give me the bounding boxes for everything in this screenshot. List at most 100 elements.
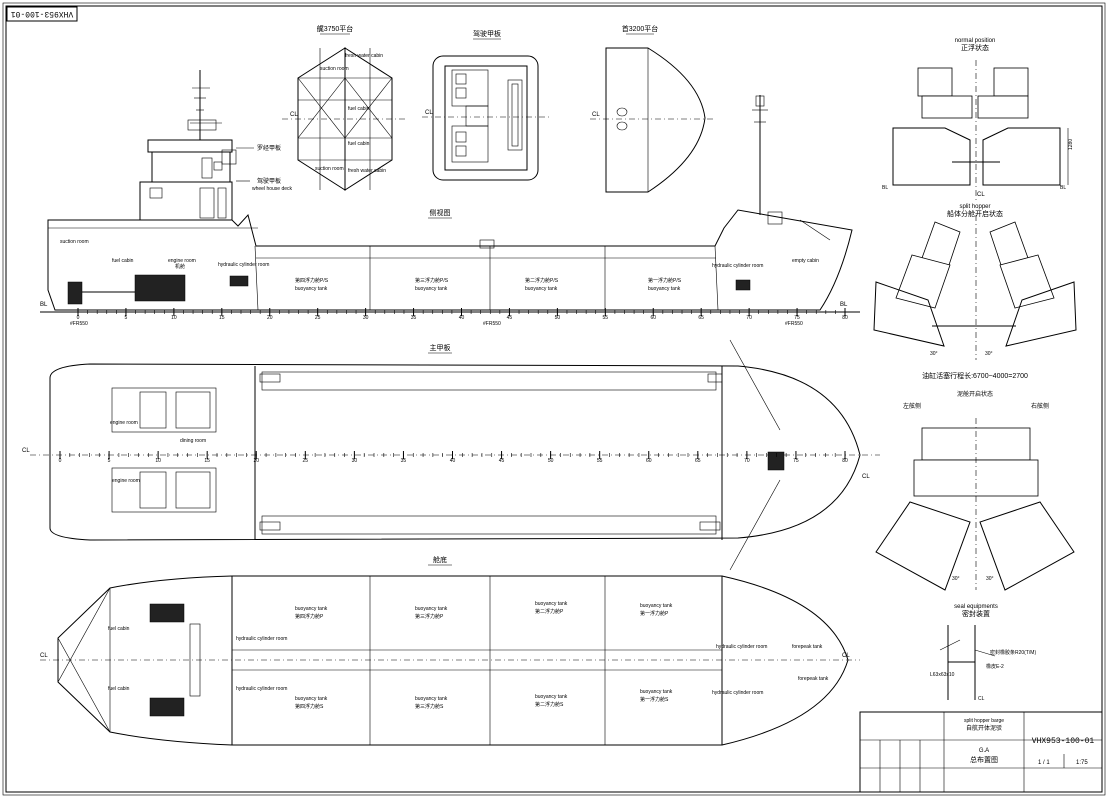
frame-tick-label: 50 (555, 315, 561, 321)
opening-note: 油缸活塞行程长:6700~4000=2700 (922, 371, 1028, 380)
frame-tick-label: 25 (303, 458, 309, 464)
split-hopper-cn: 船体分舱开启状态 (947, 209, 1003, 218)
split-open-view: 左舷侧 泥舱开启状态 右舷侧 30° 30° (875, 390, 1075, 591)
deck3750-view: 艉3750平台 CL suction room fresh water cabi… (282, 24, 408, 191)
hold-bt-4s-en: buoyancy tank (295, 696, 328, 702)
main-deck-title: 主甲板 (430, 343, 451, 352)
split-hopper-en: split hopper (959, 204, 990, 210)
hydraulic-room-fwd-label: hydraulic cylinder room (712, 263, 763, 269)
wheelhouse-plan-view: 驾驶甲板 CL (422, 29, 550, 181)
title-block: split hopper barge 自航开体泥驳 G.A 总布置图 VHX95… (859, 711, 1103, 793)
bow3200-view: 首3200平台 CL (590, 24, 716, 193)
profile-tank4-en: buoyancy tank (295, 286, 328, 292)
sheet-number: 1 / 1 (1038, 760, 1050, 766)
seal-angle-label: L63x63x10 (930, 672, 955, 678)
port-side-label: 左舷侧 (903, 402, 921, 410)
hold-bt-4p: 第四浮力舱P (295, 613, 324, 620)
frame-tick-label: 30 (363, 315, 369, 321)
frame-tick-label: 5 (125, 315, 128, 321)
profile-tank2-en: buoyancy tank (525, 286, 558, 292)
hold-cl-fwd: CL (842, 653, 850, 659)
normal-bl-aft: BL (882, 185, 888, 191)
frame-tick-label: 0 (59, 458, 62, 464)
main-deck-cl-fwd: CL (862, 474, 870, 480)
split-open-angle-s: 30° (986, 576, 994, 582)
profile-bl-aft: BL (40, 302, 48, 308)
normal-position-en: normal position (955, 38, 996, 44)
frame-tick-label: 30 (352, 458, 358, 464)
normal-cl: CL (977, 192, 985, 198)
profile-title: 侧视图 (430, 208, 451, 217)
frame-tick-label: 70 (744, 458, 750, 464)
frame-tick-label: 80 (842, 315, 848, 321)
frame-tick-label: 45 (499, 458, 505, 464)
profile-tank3-en: buoyancy tank (415, 286, 448, 292)
frame-tick-label: 50 (548, 458, 554, 464)
hold-bt-1s-en: buoyancy tank (640, 689, 673, 695)
profile-tank1-en: buoyancy tank (648, 286, 681, 292)
frame-tick-label: 15 (219, 315, 225, 321)
normal-position-view: normal position 正浮状态 CL 1280 BL BL (882, 38, 1074, 200)
hold-bt-2s-en: buoyancy tank (535, 694, 568, 700)
seal-en: seal equipments (954, 604, 998, 610)
hold-fuel-cabin-1: fuel cabin (108, 626, 130, 632)
frame-tick-label: 55 (597, 458, 603, 464)
drawing-name-en: G.A (979, 748, 989, 754)
hold-bt-2p-en: buoyancy tank (535, 601, 568, 607)
suction-room-profile-label: suction room (60, 239, 89, 245)
hydraulic-room-aft-label: hydraulic cylinder room (218, 262, 269, 268)
angle-p: 30° (930, 351, 938, 357)
split-open-title: 泥舱开启状态 (957, 390, 993, 398)
frame-tick-label: 10 (155, 458, 161, 464)
fresh-water-cabin-label-2: fresh water cabin (348, 168, 386, 174)
frame-tick-label: 20 (253, 458, 259, 464)
split-open-angle-p: 30° (952, 576, 960, 582)
ship-name-cn: 自航开体泥驳 (966, 724, 1002, 732)
corner-stamp-text: VHX953-100-01 (11, 9, 74, 18)
frame-tick-label: 80 (842, 458, 848, 464)
profile-tank3: 第三浮力舱P/S (415, 277, 449, 284)
wheelhouse-deck-label: 驾驶甲板 (257, 177, 281, 185)
drawing-number: VHX953-100-01 (1032, 737, 1095, 746)
hold-hyd-room-aft-p: hydraulic cylinder room (236, 636, 287, 642)
frame-tick-label: 60 (650, 315, 656, 321)
scale-value: 1:75 (1076, 760, 1088, 766)
frame-tick-label: 10 (171, 315, 177, 321)
seal-note-1: 密封橡胶条R20(T/M) (990, 649, 1036, 656)
deck3750-title: 艉3750平台 (317, 24, 354, 33)
frame-tick-label: 60 (646, 458, 652, 464)
frame-tick-label: 0 (77, 315, 80, 321)
frame-tick-label: 25 (315, 315, 321, 321)
fuel-cabin-label-2: fuel cabin (348, 141, 370, 147)
stbd-side-label: 右舷侧 (1031, 402, 1049, 410)
seal-detail-view: seal equipments 密封装置 密封橡胶条R20(T/M) 橡皮E-2… (930, 604, 1036, 702)
corner-stamp: VHX953-100-01 (6, 6, 78, 22)
profile-tank1: 第一浮力舱P/S (648, 277, 682, 284)
hold-fuel-cabin-2: fuel cabin (108, 686, 130, 692)
hold-bt-1p: 第一浮力舱P (640, 610, 669, 617)
normal-position-cn: 正浮状态 (961, 43, 989, 52)
empty-cabin-label: empty cabin (792, 258, 819, 264)
sheet-inner-border (5, 5, 1103, 793)
frame-tick-label: 40 (459, 315, 465, 321)
main-deck-view: 主甲板 CL CL dining room engine room engine… (22, 339, 880, 571)
split-hopper-view: split hopper 船体分舱开启状态 30° 30° 油缸活塞行程长:67… (873, 204, 1077, 380)
dining-room-label: dining room (180, 438, 206, 444)
hold-bt-4s: 第四浮力舱S (295, 703, 324, 710)
crew-room-2-label: engine room (112, 478, 140, 484)
forepeak-tank-label: forepeak tank (792, 644, 823, 650)
hold-bt-3s: 第三浮力舱S (415, 703, 444, 710)
frame-ref-fwd: #FR550 (785, 321, 803, 327)
frame-tick-label: 70 (746, 315, 752, 321)
profile-tank4: 第四浮力舱P/S (295, 277, 329, 284)
profile-view: 侧视图 罗经甲板 驾驶甲板 wheel house deck (40, 70, 860, 327)
angle-s: 30° (985, 351, 993, 357)
hold-hyd-room-aft-s: hydraulic cylinder room (236, 686, 287, 692)
hold-view: 舱底 CL CL fuel cabin fuel cabin hydraulic… (40, 555, 860, 746)
frame-tick-label: 40 (450, 458, 456, 464)
frame-tick-label: 5 (108, 458, 111, 464)
